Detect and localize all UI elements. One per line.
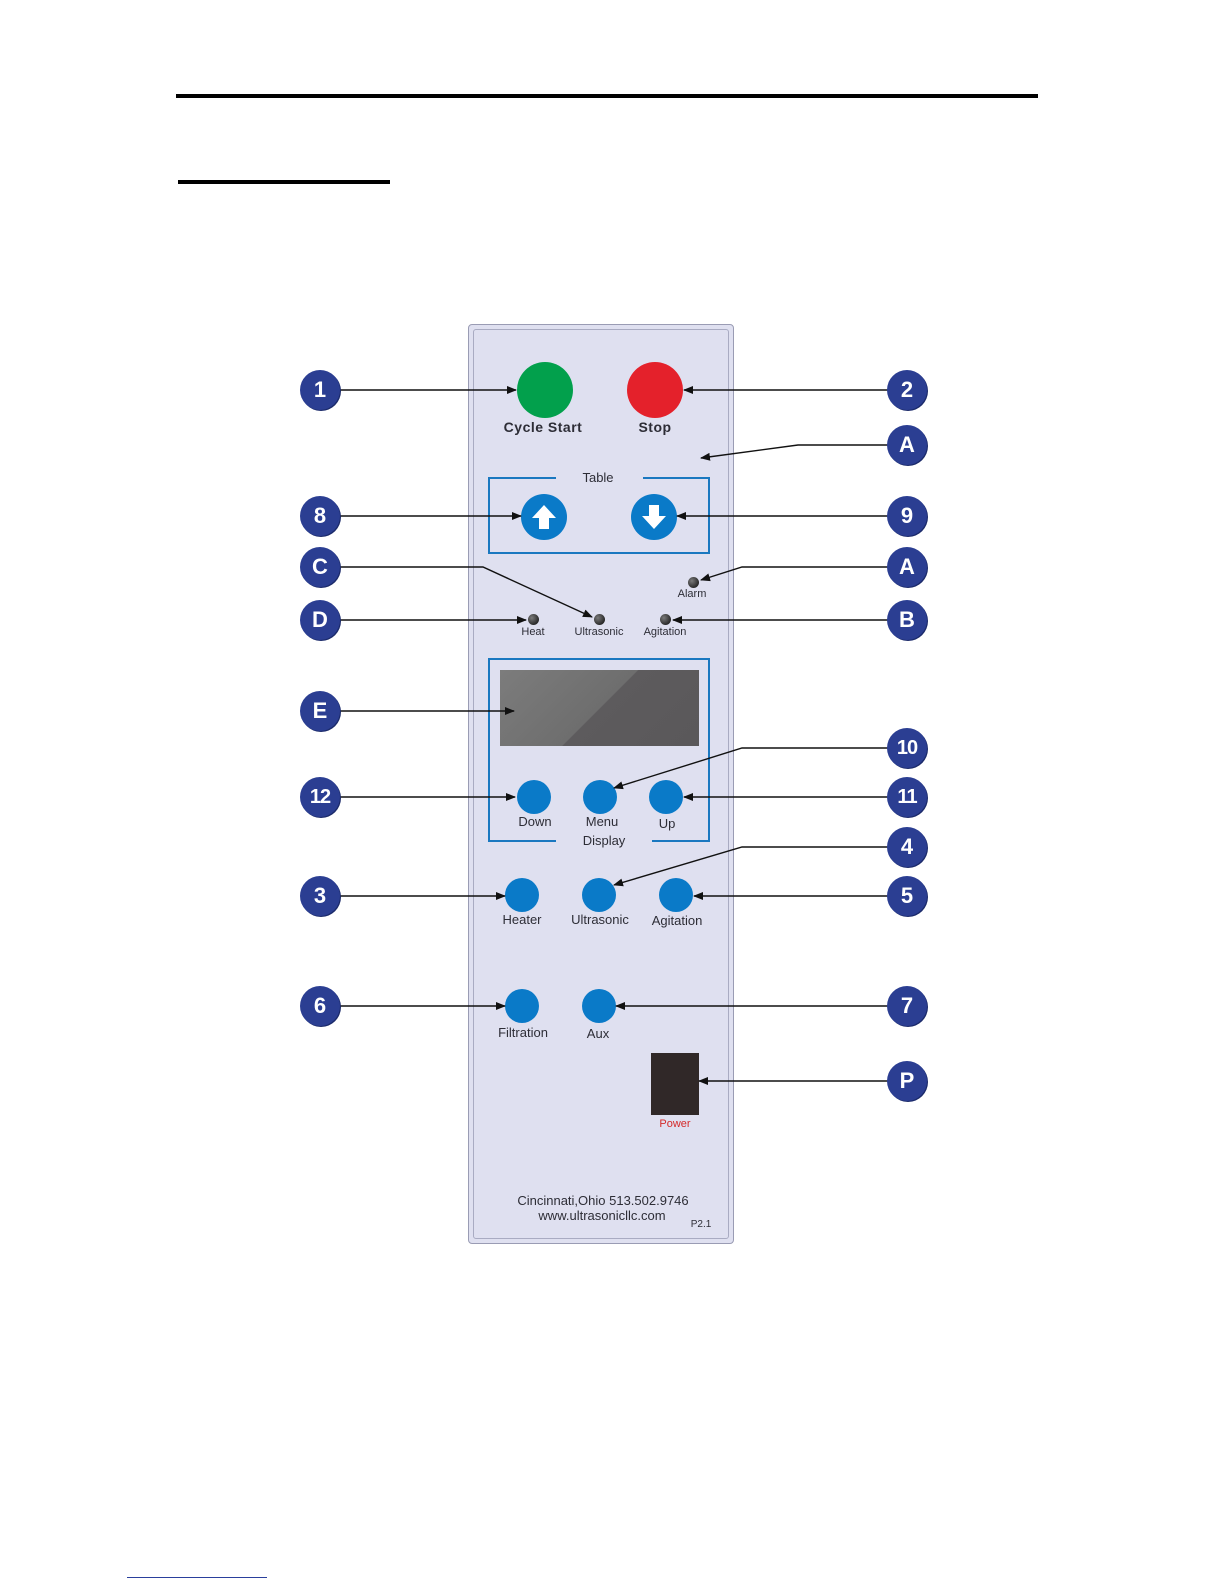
callout-7: 7 [887,986,927,1026]
callout-e: E [300,691,340,731]
callout-a-top: A [887,425,927,465]
callout-4: 4 [887,827,927,867]
callout-2: 2 [887,370,927,410]
leader-c [340,567,592,617]
callout-6: 6 [300,986,340,1026]
callout-b: B [887,600,927,640]
callout-10: 10 [887,728,927,768]
leader-a-top [701,445,888,458]
callout-12: 12 [300,777,340,817]
callout-9: 9 [887,496,927,536]
callout-3: 3 [300,876,340,916]
callout-1: 1 [300,370,340,410]
leader-10 [614,748,888,788]
callout-d: D [300,600,340,640]
footer-link-underline [127,1577,267,1578]
leader-a-alarm [701,567,888,580]
callout-5: 5 [887,876,927,916]
leader-4 [614,847,888,885]
callout-p: P [887,1061,927,1101]
callout-8: 8 [300,496,340,536]
callout-11: 11 [887,777,927,817]
callout-a-alarm: A [887,547,927,587]
callout-c: C [300,547,340,587]
